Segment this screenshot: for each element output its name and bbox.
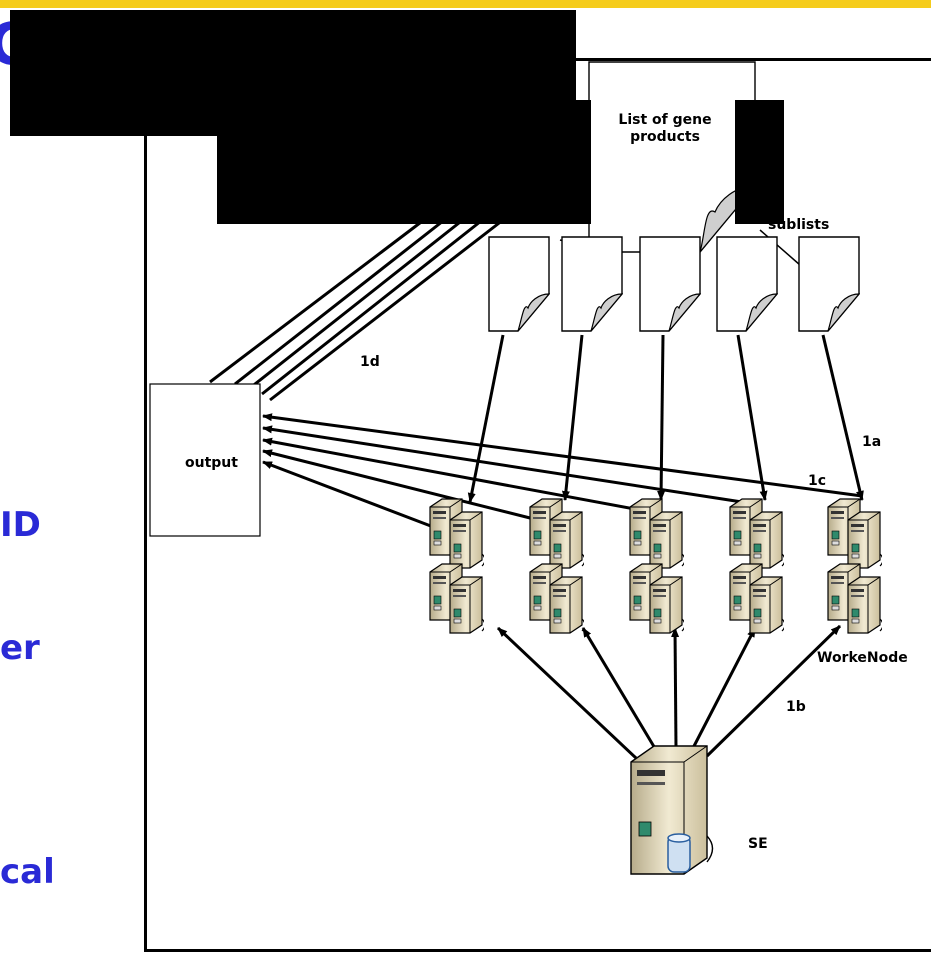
redaction-box-right [735,100,784,224]
split-arrows [470,335,862,502]
worker-label: WorkeNode [817,650,908,666]
sublist-doc-4 [717,237,777,331]
worker-cluster-5 [828,499,883,633]
worker-cluster-4 [730,499,785,633]
sublist-doc-2 [562,237,622,331]
sublist-doc-3 [640,237,700,331]
step-1b-label: 1b [786,699,806,715]
step-1d-label: 1d [360,354,380,370]
storage-element-server [631,746,713,874]
main-document [589,62,755,252]
sublist-doc-5 [799,237,859,331]
main-document-label: List of gene products [598,112,732,146]
step-1c-label: 1c [808,473,826,489]
se-label: SE [748,836,768,852]
step-1a-label: 1a [862,434,881,450]
worker-cluster-3 [630,499,685,633]
output-label: output [185,455,238,471]
worker-cluster-2 [530,499,585,633]
fetch-arrows [498,626,840,758]
redaction-box-middle [217,100,591,224]
worker-cluster-1 [430,499,485,633]
sublist-doc-1 [489,237,549,331]
